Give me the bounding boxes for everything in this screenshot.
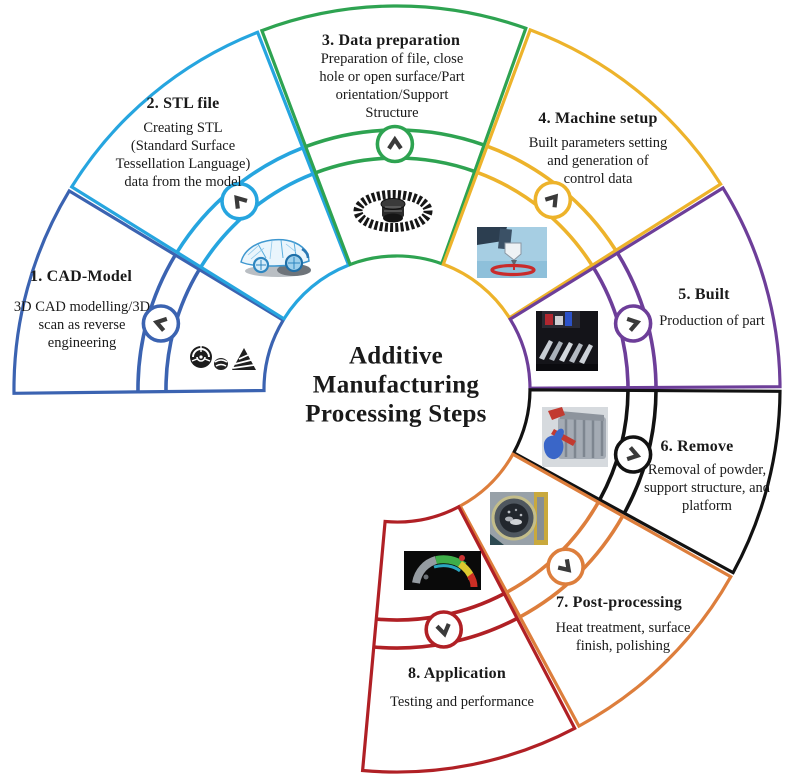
chevron-outward-icon — [435, 623, 451, 638]
chevron-outward-icon — [152, 316, 168, 332]
printer-nozzle-photo — [477, 227, 547, 278]
step-3-arrow-circle — [375, 124, 415, 164]
step-7-title: 7. Post-processing — [556, 594, 682, 611]
step-5-arrow-circle — [613, 304, 653, 343]
step-8-title: 8. Application — [408, 665, 506, 682]
step-6-description: Removal of powder, support structure, an… — [643, 462, 771, 514]
step-1-title: 1. CAD-Model — [30, 268, 132, 285]
step-4-description: Built parameters setting and generation … — [528, 135, 668, 187]
step-1-description: 3D CAD modelling/3D scan as reverse engi… — [13, 299, 151, 351]
step-4-title: 4. Machine setup — [538, 110, 658, 127]
step-7-description: Heat treatment, surface finish, polishin… — [555, 620, 691, 654]
step-8-description: Testing and performance — [390, 694, 534, 710]
gear-chain-photo — [350, 188, 436, 234]
step-2-arrow-circle — [220, 182, 259, 221]
polishing-chamber-photo — [490, 492, 548, 545]
step-3-description: Preparation of file, close hole or open … — [319, 51, 465, 121]
step-7-arrow-circle — [546, 547, 585, 587]
wireframe-car-model-photo — [236, 229, 314, 279]
chevron-outward-icon — [626, 446, 642, 462]
chevron-outward-icon — [387, 135, 403, 150]
step-5-description: Production of part — [659, 313, 765, 329]
chevron-outward-icon — [234, 194, 248, 209]
printed-parts-build-plate-photo — [536, 311, 598, 371]
shell-3d-models-photo — [188, 335, 258, 375]
step-2-description: Creating STL (Standard Surface Tessellat… — [115, 120, 251, 190]
part-removal-photo — [542, 407, 608, 467]
step-3-title: 3. Data preparation — [321, 32, 461, 49]
chevron-outward-icon — [557, 558, 572, 573]
step-6-title: 6. Remove — [660, 438, 734, 455]
step-6-arrow-circle — [613, 435, 653, 474]
chevron-outward-icon — [544, 193, 559, 208]
step-2-title: 2. STL file — [146, 95, 220, 112]
finished-colored-part-photo — [404, 551, 481, 590]
step-8-arrow-circle — [424, 610, 464, 649]
step-5-title: 5. Built — [678, 286, 730, 303]
chevron-outward-icon — [626, 316, 642, 332]
step-1-wedge — [12, 188, 286, 395]
step-1-arrow-circle — [141, 304, 181, 343]
diagram-title: Additive Manufacturing Processing Steps — [305, 342, 487, 428]
step-4-arrow-circle — [533, 180, 573, 220]
